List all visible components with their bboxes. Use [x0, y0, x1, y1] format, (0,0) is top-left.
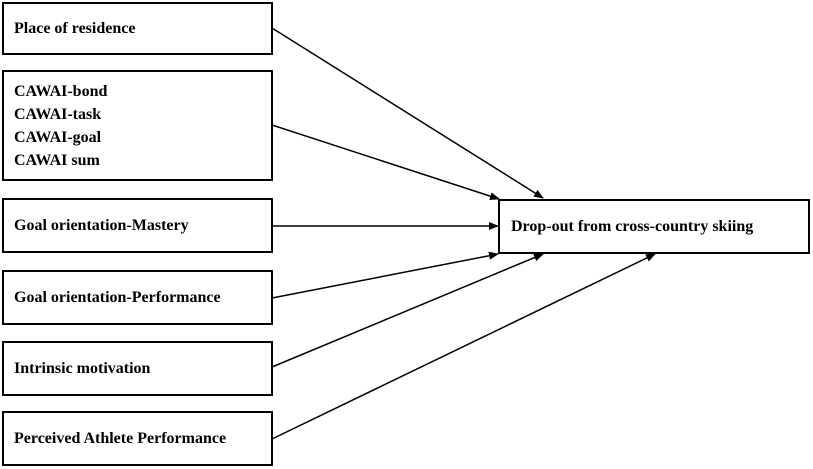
arrow-intrinsic-to-outcome	[271, 253, 544, 368]
label-cawai-goal: CAWAI-goal	[14, 128, 102, 146]
box-perceived-athlete-performance: Perceived Athlete Performance	[2, 411, 273, 466]
box-intrinsic-motivation: Intrinsic motivation	[2, 341, 273, 396]
arrow-performance-to-outcome	[271, 251, 499, 299]
label-place-of-residence: Place of residence	[14, 19, 136, 37]
label-cawai-task: CAWAI-task	[14, 105, 102, 123]
label-perceived-athlete-performance: Perceived Athlete Performance	[14, 429, 227, 447]
label-goal-orientation-performance: Goal orientation-Performance	[14, 288, 221, 306]
arrow-cawai-to-outcome	[271, 124, 500, 201]
box-place-of-residence: Place of residence	[2, 2, 273, 55]
label-outcome-drop-out: Drop-out from cross-country skiing	[511, 217, 754, 235]
arrow-residence-to-outcome	[271, 27, 544, 199]
label-cawai-sum: CAWAI sum	[14, 151, 100, 169]
label-intrinsic-motivation: Intrinsic motivation	[14, 359, 151, 377]
box-goal-orientation-performance: Goal orientation-Performance	[2, 270, 273, 325]
box-cawai: CAWAI-bond CAWAI-task CAWAI-goal CAWAI s…	[2, 70, 273, 181]
box-outcome-drop-out: Drop-out from cross-country skiing	[498, 199, 810, 254]
box-goal-orientation-mastery: Goal orientation-Mastery	[2, 198, 273, 253]
arrow-athlete-performance-to-outcome	[271, 253, 656, 440]
label-goal-orientation-mastery: Goal orientation-Mastery	[14, 216, 189, 234]
label-cawai-bond: CAWAI-bond	[14, 82, 108, 100]
